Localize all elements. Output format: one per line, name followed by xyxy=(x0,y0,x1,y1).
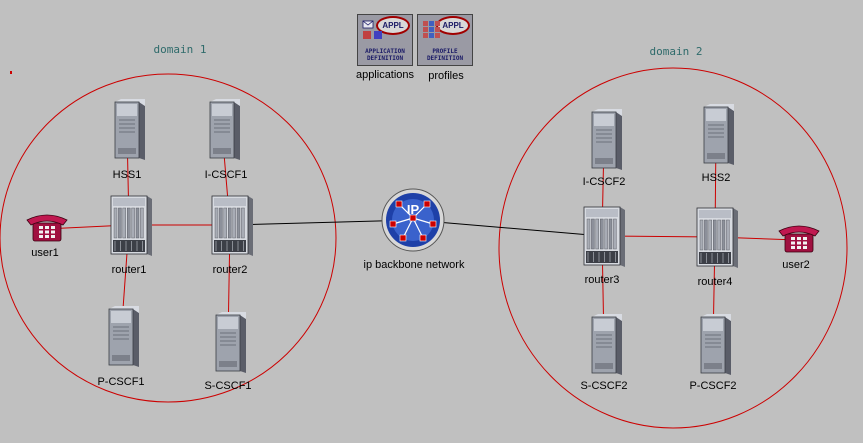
applications-appl-badge: APPL xyxy=(376,16,410,35)
router4-router-icon[interactable] xyxy=(696,207,738,268)
user1-label: user1 xyxy=(31,247,59,259)
router3-router-icon[interactable] xyxy=(583,206,625,267)
pcscf1-label: P-CSCF1 xyxy=(97,376,145,388)
router4-label: router4 xyxy=(697,276,733,288)
ipcloud-ip-cloud-icon[interactable]: IP xyxy=(381,188,445,252)
hss2-label: HSS2 xyxy=(701,172,731,184)
users-icon xyxy=(423,21,440,38)
pcscf2-label: P-CSCF2 xyxy=(689,380,737,392)
nodes: IP xyxy=(26,99,820,375)
hss1-label: HSS1 xyxy=(112,169,142,181)
scscf1-server-icon[interactable] xyxy=(215,312,246,373)
router3-label: router3 xyxy=(584,274,620,286)
icscf1-label: I-CSCF1 xyxy=(204,169,248,181)
profiles-definition-line: DEFINITION xyxy=(426,55,464,62)
profiles-definition-line: PROFILE xyxy=(432,48,458,55)
profiles-label: profiles xyxy=(428,70,464,82)
pcscf1-server-icon[interactable] xyxy=(108,306,139,367)
domain1-boundary xyxy=(0,73,337,403)
icscf1-server-icon[interactable] xyxy=(209,99,240,160)
scscf2-label: S-CSCF2 xyxy=(580,380,628,392)
applications-label: applications xyxy=(355,69,415,81)
link-ipcloud-router3[interactable] xyxy=(412,219,603,237)
domain2-label: domain 2 xyxy=(649,45,703,58)
envelope-icon xyxy=(362,20,382,39)
user2-label: user2 xyxy=(782,259,810,271)
router2-router-icon[interactable] xyxy=(211,195,253,256)
icscf2-server-icon[interactable] xyxy=(591,109,622,170)
applications-definition-line: APPLICATION xyxy=(365,48,405,55)
applications-definition-line: DEFINITION xyxy=(366,55,404,62)
svg-text:IP: IP xyxy=(407,202,420,217)
icscf2-label: I-CSCF2 xyxy=(582,176,626,188)
router1-router-icon[interactable] xyxy=(110,195,152,256)
domain1-label: domain 1 xyxy=(153,43,207,56)
hss2-server-icon[interactable] xyxy=(703,104,734,165)
hss1-server-icon[interactable] xyxy=(114,99,145,160)
user2-phone-icon[interactable] xyxy=(778,225,820,253)
pcscf2-server-icon[interactable] xyxy=(700,314,731,375)
user1-phone-icon[interactable] xyxy=(26,214,68,242)
ipcloud-label: ip backbone network xyxy=(363,259,465,271)
marker-dot xyxy=(10,71,12,74)
scscf1-label: S-CSCF1 xyxy=(204,380,252,392)
router2-label: router2 xyxy=(212,264,248,276)
router1-label: router1 xyxy=(111,264,147,276)
domain2-boundary xyxy=(498,67,848,429)
scscf2-server-icon[interactable] xyxy=(591,314,622,375)
